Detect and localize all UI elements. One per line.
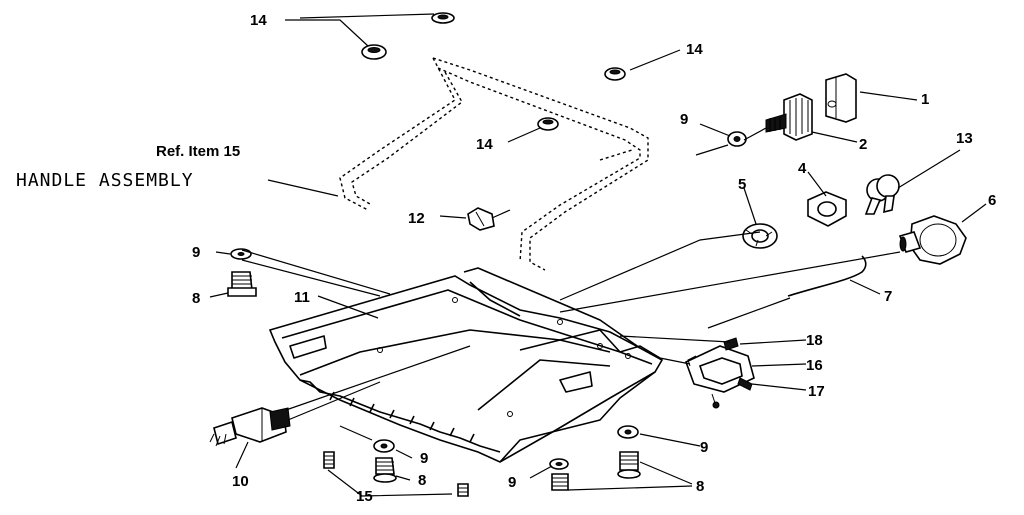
callout-17: 17 [808,383,825,400]
handle-assembly-outline [339,57,649,271]
callout-9-right: 9 [700,439,708,456]
bolt-8-left [227,271,257,297]
bolt-8-mid [551,473,569,491]
screw-15-left [323,451,335,469]
sensor-10 [209,407,291,447]
bolt-8-bottom [373,457,397,483]
callout-9-left: 9 [192,244,200,261]
bracket-1 [825,73,857,123]
callout-15: 15 [356,488,373,505]
grommet-14-left [361,44,387,60]
grommet-14-right [604,67,626,81]
callout-16: 16 [806,357,823,374]
screw-17 [711,377,753,409]
callout-6: 6 [988,192,996,209]
washer-9-right [617,425,639,439]
callout-4: 4 [798,160,807,177]
handle-assembly-label: HANDLE ASSEMBLY [16,170,194,191]
clip-12 [467,207,495,231]
callout-9-mid: 9 [508,474,516,491]
callout-13: 13 [956,130,973,147]
lockwasher-5 [742,223,778,249]
washer-9-mid [549,458,569,470]
leader-lines [209,13,987,497]
callout-8-right: 8 [696,478,704,495]
cable-7 [787,255,867,297]
callout-8-left: 8 [192,290,200,307]
keys-13 [864,174,900,215]
callout-7: 7 [884,288,892,305]
grommet-14-top [431,12,455,24]
callout-1: 1 [921,91,929,108]
washer-9-switch [727,131,747,147]
nut-4 [807,191,847,227]
callout-9-switch: 9 [680,111,688,128]
callout-8-bottom: 8 [418,472,426,489]
callout-11: 11 [294,289,310,306]
callout-2: 2 [859,136,867,153]
bolt-8-right [617,451,641,479]
callout-14-center: 14 [476,136,493,153]
knob-6 [898,215,967,265]
callout-14-top: 14 [250,12,267,29]
callout-5: 5 [738,176,746,193]
washer-9-bottom [373,439,395,453]
washer-9-left [230,248,252,260]
callout-14-right: 14 [686,41,703,58]
callout-9-bottom: 9 [420,450,428,467]
switch-bracket-16 [684,337,755,393]
ref-item-label: Ref. Item 15 [156,143,240,160]
grommet-14-center [537,117,559,131]
callout-10: 10 [232,473,249,490]
switch-2 [765,93,813,141]
control-panel-11 [268,267,664,463]
callout-18: 18 [806,332,823,349]
screw-15-right [457,483,469,497]
callout-12: 12 [408,210,425,227]
